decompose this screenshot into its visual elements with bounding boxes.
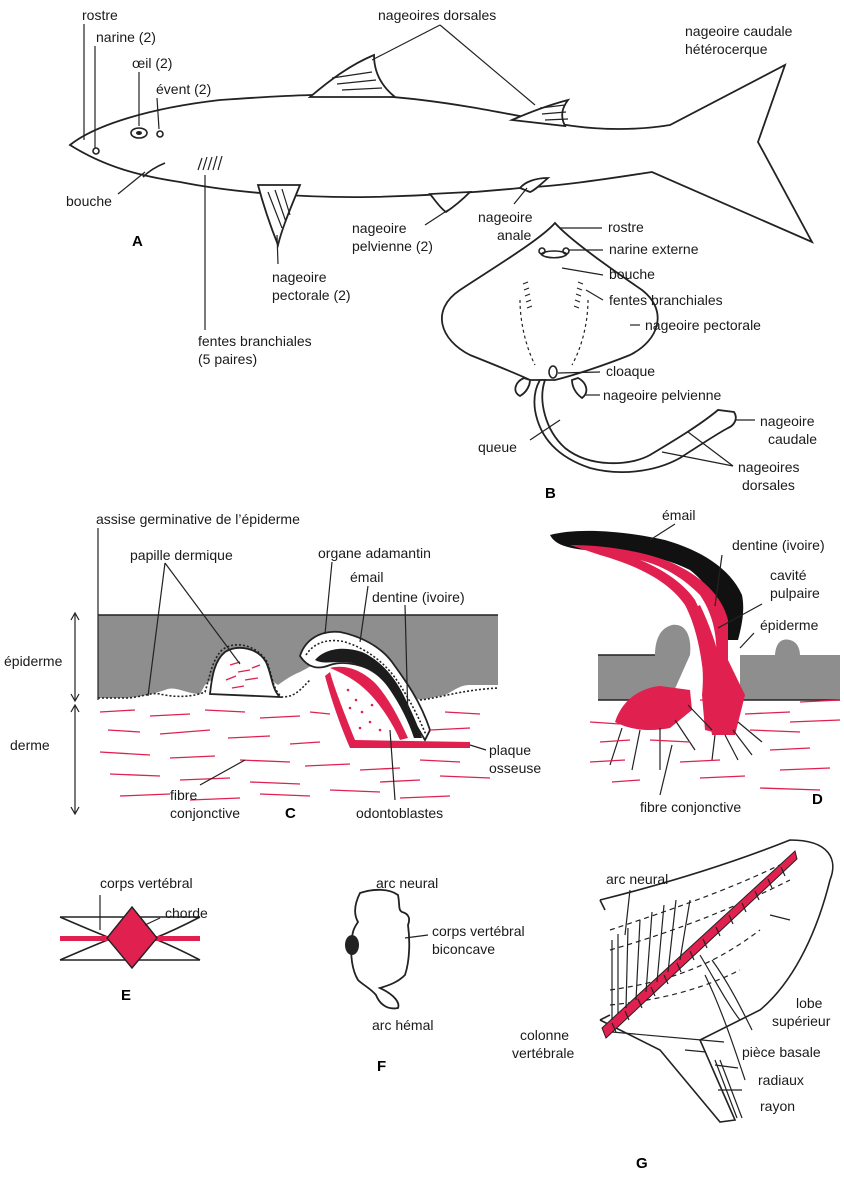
tail-g-drawing: arc neural lobe supérieur colonne vertéb… bbox=[512, 840, 833, 1172]
label-epiderme-c: épiderme bbox=[4, 653, 63, 669]
label-pectorale-1: nageoire bbox=[272, 269, 327, 285]
label-colonne-1: colonne bbox=[520, 1027, 569, 1043]
label-radiaux: radiaux bbox=[758, 1072, 804, 1088]
label-event: évent (2) bbox=[156, 81, 211, 97]
epidermis-layer-d-right bbox=[740, 640, 840, 700]
label-nageoires-dorsales: nageoires dorsales bbox=[378, 7, 496, 23]
scale-development-drawing: assise germinative de l’épiderme papille… bbox=[4, 511, 541, 822]
epidermis-layer-c bbox=[98, 615, 498, 700]
label-assise-germinative: assise germinative de l’épiderme bbox=[96, 511, 300, 527]
label-ray-pectorale: nageoire pectorale bbox=[645, 317, 761, 333]
label-anale-1: nageoire bbox=[478, 209, 533, 225]
shark-drawing: rostre narine (2) œil (2) évent (2) bouc… bbox=[66, 7, 812, 367]
label-organe-adamantin: organe adamantin bbox=[318, 545, 431, 561]
label-epiderme-d: épiderme bbox=[760, 617, 819, 633]
shark-pupil bbox=[136, 131, 142, 135]
label-ray-dorsales-1: nageoires bbox=[738, 459, 800, 475]
tail-cut bbox=[600, 900, 610, 1020]
ray-pelvic-right bbox=[572, 378, 586, 398]
ray-drawing: rostre narine externe bouche fentes bran… bbox=[442, 219, 817, 502]
placoid-scale-drawing: émail dentine (ivoire) cavité pulpaire é… bbox=[550, 507, 840, 815]
label-arc-neural-f: arc neural bbox=[376, 875, 438, 891]
label-rayon: rayon bbox=[760, 1098, 795, 1114]
label-corps-f-1: corps vertébral bbox=[432, 923, 525, 939]
label-plaque-1: plaque bbox=[489, 742, 531, 758]
label-caudale-1: nageoire caudale bbox=[685, 23, 793, 39]
label-ray-dorsales-2: dorsales bbox=[742, 477, 795, 493]
vertebra-f-notochord bbox=[345, 935, 359, 955]
label-colonne-2: vertébrale bbox=[512, 1045, 574, 1061]
label-chorde: chorde bbox=[165, 905, 208, 921]
shark-pectoral-fin bbox=[258, 185, 300, 245]
shark-dorsal-fin-1 bbox=[310, 55, 395, 97]
label-cavite-2: pulpaire bbox=[770, 585, 820, 601]
label-bouche: bouche bbox=[66, 193, 112, 209]
panel-label-d: D bbox=[812, 791, 823, 808]
label-corps-vertebral-e: corps vertébral bbox=[100, 875, 193, 891]
label-dentine-c: dentine (ivoire) bbox=[372, 589, 465, 605]
label-ray-caudale-1: nageoire bbox=[760, 413, 815, 429]
notochord-body bbox=[107, 907, 157, 968]
label-anale-2: anale bbox=[497, 227, 531, 243]
panel-label-f: F bbox=[377, 1058, 386, 1075]
ray-pelvic-left bbox=[515, 378, 530, 396]
panel-label-a: A bbox=[132, 233, 143, 250]
label-arc-neural-g: arc neural bbox=[606, 871, 668, 887]
label-ray-fentes: fentes branchiales bbox=[609, 292, 723, 308]
label-derme: derme bbox=[10, 737, 50, 753]
label-fentes-2: (5 paires) bbox=[198, 351, 257, 367]
label-papille-dermique: papille dermique bbox=[130, 547, 233, 563]
label-ray-caudale-2: caudale bbox=[768, 431, 817, 447]
label-fibre-c-1: fibre bbox=[170, 787, 197, 803]
label-oeil: œil (2) bbox=[132, 55, 172, 71]
shark-pelvic-fin bbox=[430, 192, 470, 212]
label-fentes-1: fentes branchiales bbox=[198, 333, 312, 349]
vertebra-e-drawing: corps vertébral chorde E bbox=[60, 875, 208, 1004]
label-pelvienne-1: nageoire bbox=[352, 220, 407, 236]
label-ray-narine: narine externe bbox=[609, 241, 699, 257]
vertebra-f-outline bbox=[351, 890, 409, 1009]
label-email-d: émail bbox=[662, 507, 695, 523]
label-pectorale-2: pectorale (2) bbox=[272, 287, 351, 303]
label-lobe-2: supérieur bbox=[772, 1013, 831, 1029]
label-fibre-d: fibre conjonctive bbox=[640, 799, 741, 815]
label-lobe-1: lobe bbox=[796, 995, 823, 1011]
label-plaque-2: osseuse bbox=[489, 760, 541, 776]
dermis-fibres-c bbox=[100, 710, 490, 800]
label-odontoblastes: odontoblastes bbox=[356, 805, 443, 821]
vertebra-f-drawing: arc neural corps vertébral biconcave arc… bbox=[345, 875, 525, 1075]
label-narine: narine (2) bbox=[96, 29, 156, 45]
panel-label-g: G bbox=[636, 1155, 648, 1172]
panel-label-b: B bbox=[545, 485, 556, 502]
label-cavite-1: cavité bbox=[770, 567, 807, 583]
label-arc-hemal: arc hémal bbox=[372, 1017, 433, 1033]
label-fibre-c-2: conjonctive bbox=[170, 805, 240, 821]
label-piece-basale: pièce basale bbox=[742, 1044, 821, 1060]
panel-label-c: C bbox=[285, 805, 296, 822]
label-corps-f-2: biconcave bbox=[432, 941, 495, 957]
label-dentine-d: dentine (ivoire) bbox=[732, 537, 825, 553]
panel-label-e: E bbox=[121, 987, 131, 1004]
label-ray-bouche: bouche bbox=[609, 266, 655, 282]
label-ray-pelvienne: nageoire pelvienne bbox=[603, 387, 722, 403]
label-ray-queue: queue bbox=[478, 439, 517, 455]
label-caudale-2: hétérocerque bbox=[685, 41, 768, 57]
label-email-c: émail bbox=[350, 569, 383, 585]
label-ray-cloaque: cloaque bbox=[606, 363, 655, 379]
label-pelvienne-2: pelvienne (2) bbox=[352, 238, 433, 254]
label-rostre: rostre bbox=[82, 7, 118, 23]
label-ray-rostre: rostre bbox=[608, 219, 644, 235]
